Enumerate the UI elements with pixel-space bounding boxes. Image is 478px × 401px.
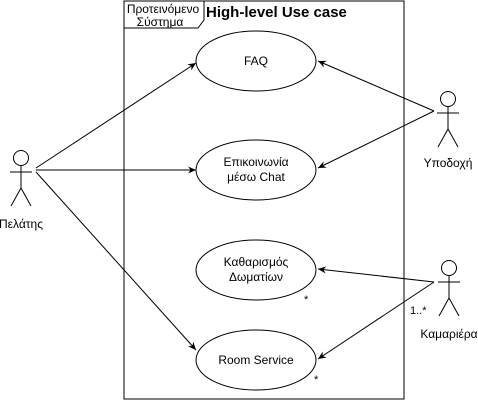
use-case-chat[interactable]: Επικοινωνία μέσω Chat (195, 139, 317, 201)
system-tab (123, 0, 205, 29)
use-case-room-service[interactable]: Room Service (195, 329, 317, 391)
use-case-cleaning-label-line2: Δωματίων (229, 270, 283, 284)
actor-client-figure-icon (10, 150, 32, 207)
system-title: High-level Use case (206, 4, 347, 21)
assoc-reception-faq (317, 60, 435, 112)
multiplicity-cleaning: * (304, 294, 309, 306)
use-case-chat-label-line1: Επικοινωνία (223, 155, 288, 169)
use-case-faq[interactable]: FAQ (195, 30, 317, 92)
multiplicity-maid: 1..* (410, 305, 427, 317)
actor-reception-label: Υποδοχή (424, 156, 473, 170)
actor-client-label: Πελάτης (0, 217, 43, 231)
actor-client[interactable]: Πελάτης (0, 150, 43, 232)
use-case-faq-label: FAQ (244, 54, 268, 68)
actor-maid-figure-icon (438, 260, 460, 317)
system-tab-label-line1: Προτεινόμενο (127, 2, 200, 16)
assoc-maid-room-service (317, 281, 435, 360)
use-case-room-service-label: Room Service (218, 353, 294, 367)
use-case-chat-label-line2: μέσω Chat (227, 170, 285, 184)
use-case-cleaning-label-line1: Καθαρισμός (224, 255, 289, 269)
actor-maid[interactable]: Καμαριέρα (420, 260, 478, 342)
actor-reception[interactable]: Υποδοχή (424, 91, 473, 171)
actor-reception-figure-icon (437, 91, 459, 148)
system-tab-label-line2: Σύστημα (137, 15, 184, 29)
assoc-maid-cleaning (317, 266, 435, 283)
assoc-client-faq (35, 62, 197, 169)
multiplicity-room-service: * (314, 374, 319, 386)
assoc-reception-chat (317, 110, 435, 169)
use-case-cleaning[interactable]: Καθαρισμός Δωματίων (195, 239, 317, 301)
assoc-client-room-service (35, 171, 197, 351)
actor-maid-label: Καμαριέρα (420, 327, 477, 341)
